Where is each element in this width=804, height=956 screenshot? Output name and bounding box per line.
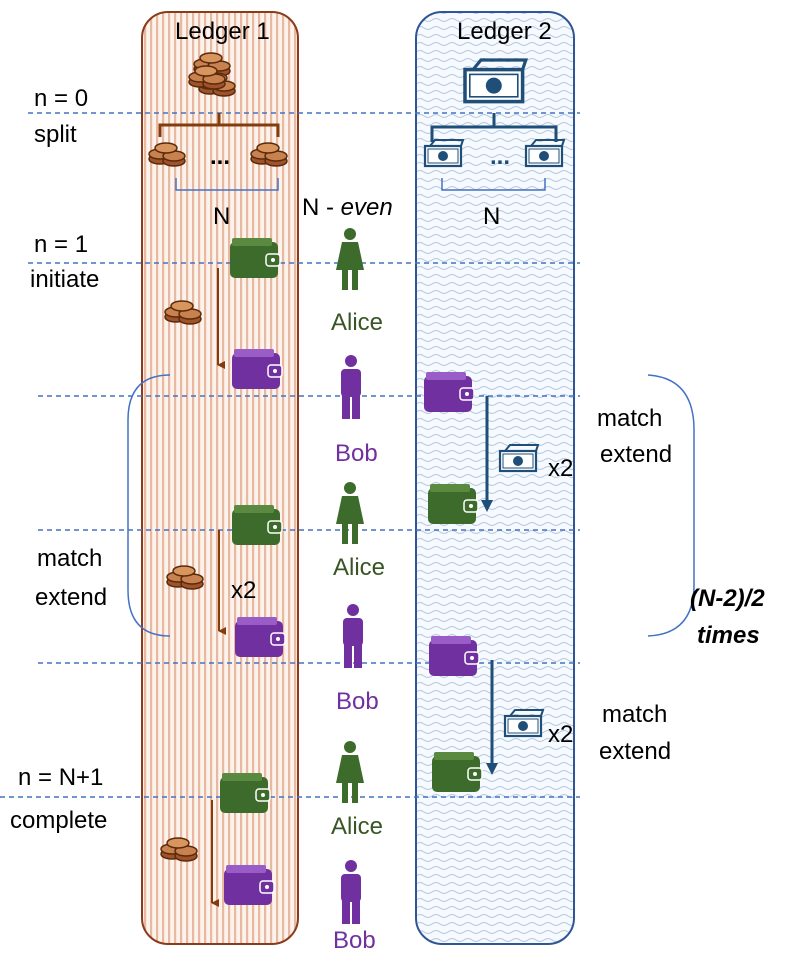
bob-icon xyxy=(341,355,361,419)
bob-label: Bob xyxy=(336,688,379,715)
n-even-word: even xyxy=(340,194,393,221)
repeat-count-label: (N-2)/2 xyxy=(690,585,765,612)
wallet-icon xyxy=(428,635,480,677)
wallet-icon xyxy=(234,616,286,658)
multiplier-label: x2 xyxy=(548,455,574,482)
bob-label: Bob xyxy=(335,440,378,467)
multiplier-label: x2 xyxy=(231,577,257,604)
ledger2-title: Ledger 2 xyxy=(457,18,552,45)
phase-n1-label: n = 1 xyxy=(34,231,89,258)
wallet-icon xyxy=(223,864,275,906)
ledger1-title: Ledger 1 xyxy=(175,18,270,45)
n-even-label: N - even xyxy=(302,196,393,220)
wallet-icon xyxy=(427,483,479,525)
alice-icon xyxy=(336,741,364,803)
split-bracket-ledger2 xyxy=(430,113,558,142)
wallet-icon xyxy=(219,772,271,814)
alice-label: Alice xyxy=(331,309,384,336)
match-label: match xyxy=(597,405,663,432)
count-bracket-ledger2 xyxy=(441,178,546,191)
phase-nN1-label: n = N+1 xyxy=(18,764,104,791)
bob-label: Bob xyxy=(333,927,376,954)
extend-label: extend xyxy=(35,584,108,611)
phase-split-label: split xyxy=(34,121,77,148)
count-bracket-ledger1 xyxy=(175,178,279,191)
extend-label: extend xyxy=(599,738,672,765)
ellipsis-ledger1: ... xyxy=(210,143,231,170)
alice-icon xyxy=(336,482,364,544)
split-bracket-ledger1 xyxy=(158,113,280,137)
match-label: match xyxy=(602,701,668,728)
split-count-ledger2: N xyxy=(483,203,501,230)
alice-label: Alice xyxy=(333,554,386,581)
wallet-icon xyxy=(423,371,475,413)
alice-icon xyxy=(336,228,364,290)
wallet-icon xyxy=(231,504,283,546)
bob-icon xyxy=(341,860,361,924)
multiplier-label: x2 xyxy=(548,721,574,748)
phase-complete-label: complete xyxy=(10,807,108,834)
match-label: match xyxy=(37,545,103,572)
phase-initiate-label: initiate xyxy=(30,266,100,293)
wallet-icon xyxy=(431,751,483,793)
repeat-brace-left xyxy=(127,374,171,637)
extend-label: extend xyxy=(600,441,673,468)
alice-label: Alice xyxy=(331,813,384,840)
split-count-ledger1: N xyxy=(213,203,231,230)
wallet-icon xyxy=(231,348,283,390)
repeat-brace-right xyxy=(647,374,695,637)
bob-icon xyxy=(343,604,363,668)
repeat-times-label: times xyxy=(697,622,760,649)
wallet-icon xyxy=(229,237,281,279)
phase-n0-label: n = 0 xyxy=(34,85,89,112)
ellipsis-ledger2: ... xyxy=(490,143,511,170)
n-even-prefix: N - xyxy=(302,194,341,221)
